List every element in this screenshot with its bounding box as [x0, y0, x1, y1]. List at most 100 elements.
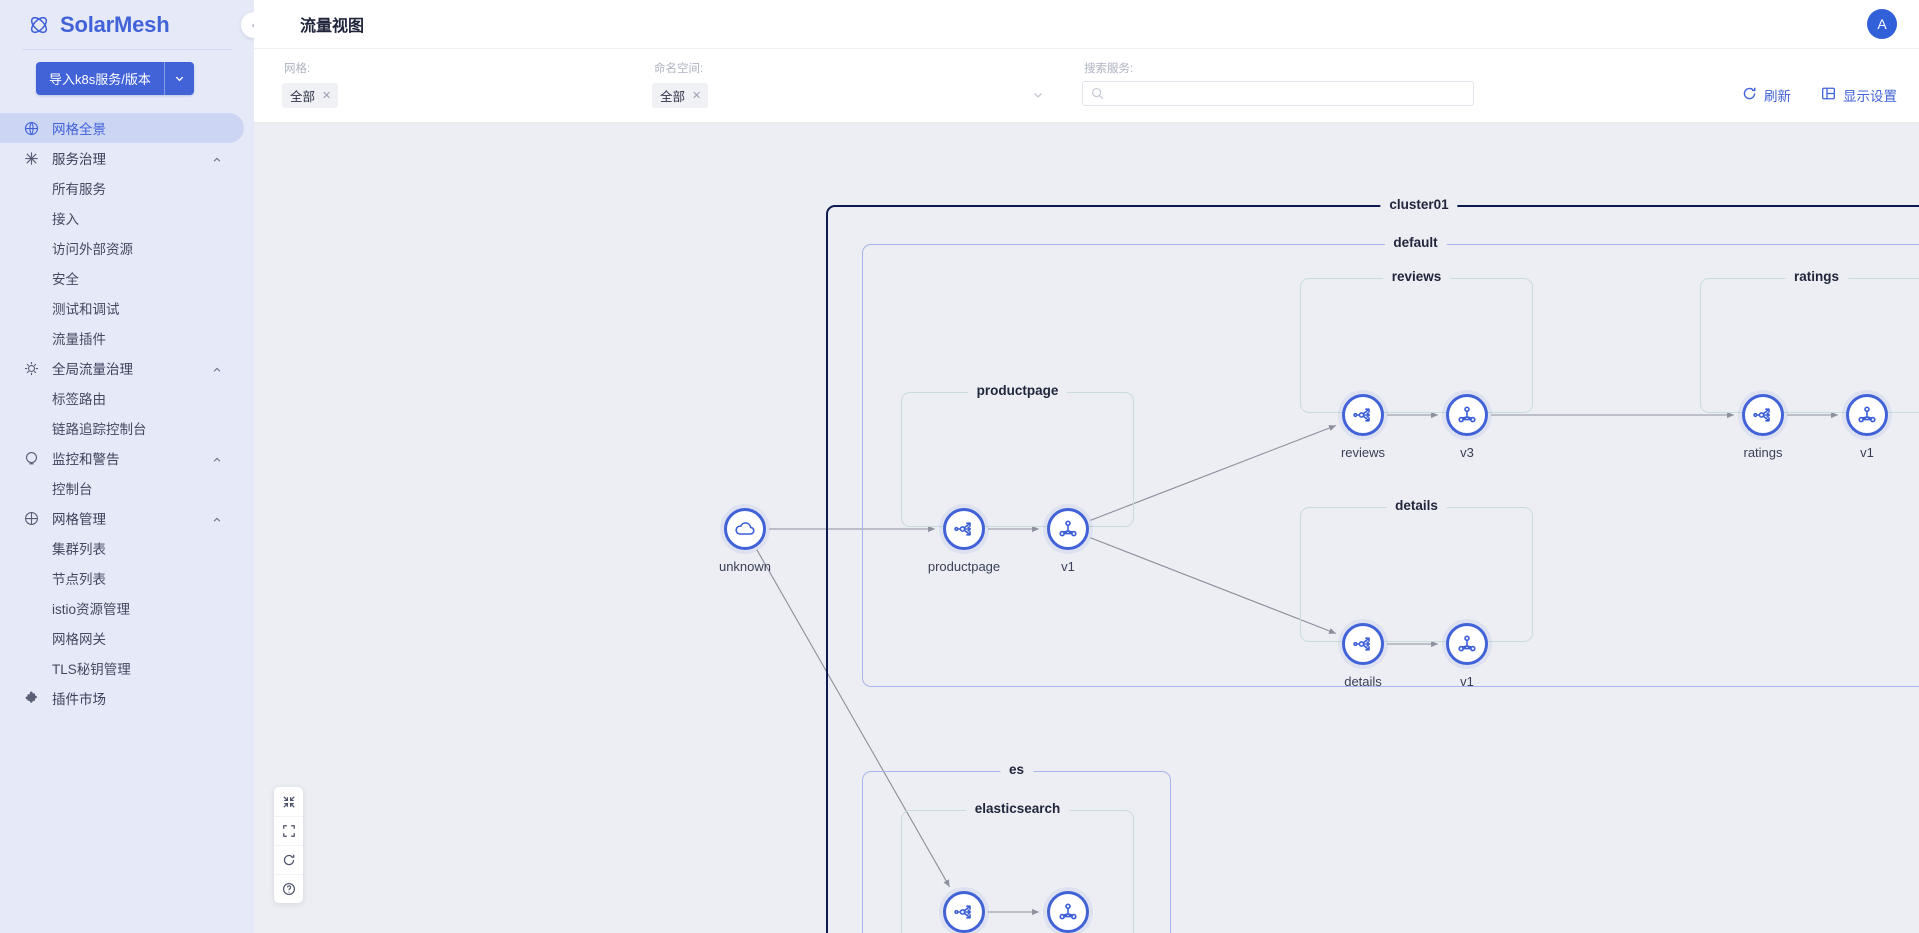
- sidebar-item-all-services[interactable]: 所有服务: [0, 173, 254, 203]
- sidebar-group-global-traffic[interactable]: 全局流量治理: [0, 353, 244, 383]
- brand[interactable]: SolarMesh: [0, 0, 254, 49]
- sidebar-item-tracing-console[interactable]: 链路追踪控制台: [0, 413, 254, 443]
- sidebar-item-istio-resources[interactable]: istio资源管理: [0, 593, 254, 623]
- graph-box-reviews-g[interactable]: reviews: [1300, 269, 1533, 413]
- namespace-select[interactable]: 全部 ✕: [652, 81, 1052, 109]
- graph-node-label: v1: [1061, 559, 1075, 574]
- avatar[interactable]: A: [1867, 9, 1897, 39]
- sidebar-item-plugin-market[interactable]: 插件市场: [0, 683, 244, 713]
- graph-node-ratings[interactable]: ratings: [1742, 394, 1784, 460]
- sidebar-group-service-governance[interactable]: 服务治理: [0, 143, 244, 173]
- chevron-up-icon[interactable]: [212, 513, 222, 523]
- mesh-selected-value: 全部: [290, 89, 316, 104]
- layout-settings-icon: [1821, 86, 1836, 104]
- namespace-filter-label: 命名空间:: [654, 63, 704, 75]
- sidebar-child-label: 流量插件: [52, 332, 106, 347]
- search-label: 搜索服务:: [1084, 63, 1134, 75]
- graph-edge-productpage-v1-to-details: [1090, 537, 1337, 634]
- workload-icon: [1455, 632, 1479, 656]
- refresh-label: 刷新: [1764, 89, 1791, 104]
- refresh-icon: [283, 854, 294, 866]
- sidebar-group-mesh-management[interactable]: 网格管理: [0, 503, 244, 533]
- chevron-down-icon[interactable]: [163, 62, 194, 95]
- mesh-icon: [24, 511, 39, 526]
- sidebar-group-label: 网格管理: [52, 512, 106, 527]
- close-icon[interactable]: ✕: [692, 89, 702, 102]
- graph-box-ratings-g[interactable]: ratings: [1700, 269, 1919, 413]
- sidebar-item-traffic-plugin[interactable]: 流量插件: [0, 323, 254, 353]
- sidebar-item-external-resources[interactable]: 访问外部资源: [0, 233, 254, 263]
- chevron-down-icon[interactable]: [1032, 89, 1044, 101]
- sidebar-item-label-routing[interactable]: 标签路由: [0, 383, 254, 413]
- sidebar-divider: [22, 49, 232, 50]
- search-input-wrap[interactable]: [1082, 81, 1474, 106]
- graph-box-productpage-g[interactable]: productpage: [901, 383, 1134, 527]
- display-settings-button[interactable]: 显示设置: [1821, 85, 1897, 105]
- fit-content-button[interactable]: [274, 787, 303, 816]
- sidebar-child-label: 测试和调试: [52, 302, 120, 317]
- graph-node-label: v1: [1460, 674, 1474, 689]
- sidebar-child-label: 所有服务: [52, 182, 106, 197]
- sidebar-item-cluster-list[interactable]: 集群列表: [0, 533, 254, 563]
- reset-layout-button[interactable]: [274, 845, 303, 874]
- graph-node-details[interactable]: details: [1342, 623, 1384, 689]
- graph-node-label: reviews: [1340, 445, 1386, 460]
- sidebar-item-node-list[interactable]: 节点列表: [0, 563, 254, 593]
- graph-node-elasticsearch[interactable]: elasticsearch: [943, 891, 985, 933]
- service-split-icon: [952, 517, 976, 541]
- search-icon: [1091, 87, 1104, 100]
- graph-node-reviews[interactable]: reviews: [1341, 394, 1385, 460]
- graph-box-default[interactable]: default: [862, 235, 1919, 687]
- sidebar-group-monitoring-alerts[interactable]: 监控和警告: [0, 443, 244, 473]
- chevron-up-icon[interactable]: [212, 153, 222, 163]
- topbar: 流量视图 A: [254, 0, 1919, 49]
- service-split-icon: [1751, 403, 1775, 427]
- graph-node-ratings-v1[interactable]: v1: [1846, 394, 1888, 460]
- graph-box-cluster01[interactable]: cluster01: [826, 197, 1919, 933]
- main-area: 流量视图 A 网格: 全部 ✕ 命名空间:: [254, 0, 1919, 933]
- mesh-select[interactable]: 全部 ✕: [282, 81, 682, 109]
- graph-node-unknown[interactable]: unknown: [719, 508, 771, 574]
- graph-node-elasticsearch-v1[interactable]: v1: [1047, 891, 1089, 933]
- chevron-up-icon[interactable]: [212, 363, 222, 373]
- sidebar-item-monitoring-console[interactable]: 控制台: [0, 473, 254, 503]
- topbar-right: A: [1867, 9, 1897, 39]
- refresh-button[interactable]: 刷新: [1742, 85, 1791, 105]
- mesh-filter: 网格: 全部 ✕: [282, 49, 682, 109]
- graph-node-label: productpage: [927, 559, 1001, 574]
- sidebar-collapse-button[interactable]: [241, 12, 254, 38]
- nodes-icon: [24, 151, 39, 166]
- import-k8s-service-button[interactable]: 导入k8s服务/版本: [36, 62, 194, 95]
- sidebar: SolarMesh 导入k8s服务/版本 网格: [0, 0, 254, 933]
- chevron-up-icon[interactable]: [212, 453, 222, 463]
- sidebar-item-ingress[interactable]: 接入: [0, 203, 254, 233]
- search-input[interactable]: [1104, 86, 1465, 101]
- sidebar-item-test-debug[interactable]: 测试和调试: [0, 293, 254, 323]
- sidebar-item-security[interactable]: 安全: [0, 263, 254, 293]
- sidebar-item-tls-key-management[interactable]: TLS秘钥管理: [0, 653, 254, 683]
- fullscreen-frame-icon: [282, 825, 295, 837]
- workload-icon: [1455, 403, 1479, 427]
- graph-node-productpage[interactable]: productpage: [928, 508, 1000, 574]
- graph-node-label: v3: [1460, 445, 1474, 460]
- graph-box-label: es: [999, 762, 1034, 777]
- help-circle-icon: [282, 883, 295, 895]
- service-split-icon: [952, 900, 976, 924]
- graph-edges: [756, 411, 1838, 916]
- graph-box-elasticsearch-g[interactable]: elasticsearch: [901, 801, 1134, 933]
- graph-node-details-v1[interactable]: v1: [1446, 623, 1488, 689]
- graph-node-productpage-v1[interactable]: v1: [1047, 508, 1089, 574]
- sidebar-item-mesh-overview[interactable]: 网格全景: [0, 113, 244, 143]
- graph-node-reviews-v3[interactable]: v3: [1446, 394, 1488, 460]
- display-settings-label: 显示设置: [1843, 89, 1897, 104]
- brand-name: SolarMesh: [60, 11, 170, 37]
- graph-box-es-g[interactable]: es: [862, 762, 1171, 933]
- help-button[interactable]: [274, 874, 303, 903]
- sidebar-child-label: 链路追踪控制台: [52, 422, 147, 437]
- fullscreen-button[interactable]: [274, 816, 303, 845]
- graph-node-label: v1: [1860, 445, 1874, 460]
- graph-box-details-g[interactable]: details: [1300, 498, 1533, 642]
- close-icon[interactable]: ✕: [322, 89, 332, 102]
- sidebar-item-mesh-gateway[interactable]: 网格网关: [0, 623, 254, 653]
